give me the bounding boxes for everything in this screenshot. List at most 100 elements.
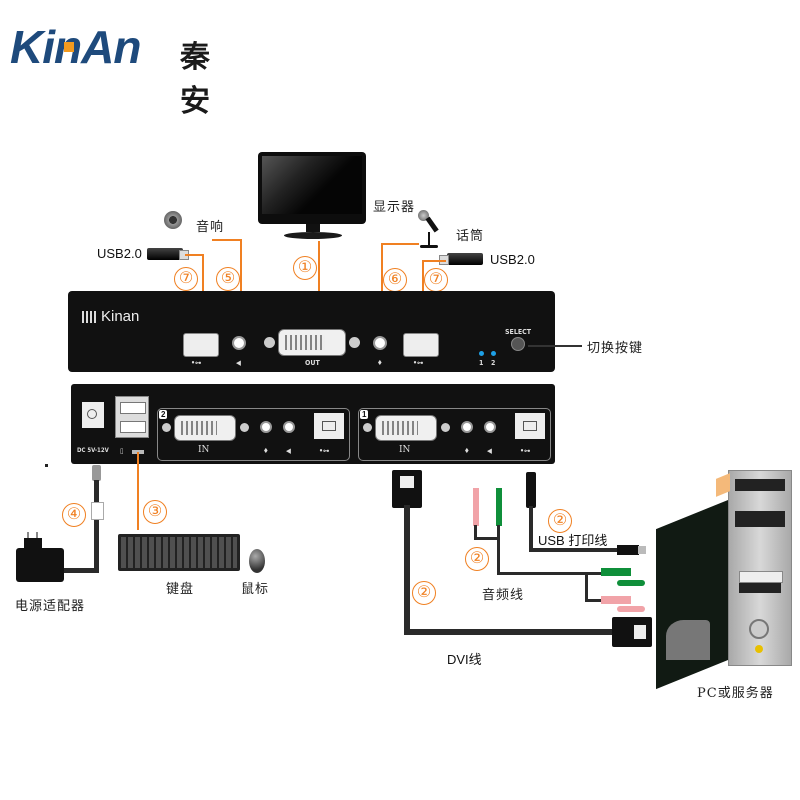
callout-usb-printer: ② bbox=[548, 509, 572, 533]
audio-cable bbox=[474, 525, 477, 540]
dvi-out-port[interactable] bbox=[278, 329, 346, 356]
mic-symbol-icon: ♦ bbox=[377, 359, 383, 367]
usb-symbol-icon: •⊶ bbox=[319, 447, 330, 455]
port-group-2: 2 IN ♦ ◀ •⊶ bbox=[157, 408, 350, 461]
led-1-label: 1 bbox=[479, 359, 484, 367]
callout-usb-right: ⑦ bbox=[424, 268, 448, 292]
kvm-rear-panel: DC 5V-12V ▯ 2 IN ♦ ◀ •⊶ 1 IN ♦ ◀ bbox=[71, 384, 555, 464]
dvi-cable bbox=[404, 505, 410, 635]
front-mic-jack[interactable] bbox=[373, 336, 387, 350]
usb-symbol-icon: •⊶ bbox=[191, 359, 202, 367]
kvm-front-panel: Kinan •⊶ ◀ OUT ♦ •⊶ 1 2 SELECT bbox=[68, 291, 555, 372]
dvi-in-label-1: IN bbox=[399, 445, 411, 455]
usb-stick-right-icon bbox=[439, 253, 483, 265]
usb-right-label: USB2.0 bbox=[490, 252, 535, 267]
audio-plug-pink bbox=[473, 488, 479, 526]
mouse-port-icon: ▯ bbox=[120, 447, 124, 455]
usb-symbol-icon: •⊶ bbox=[520, 447, 531, 455]
usb-b-plug bbox=[526, 472, 536, 508]
logo-accent bbox=[64, 42, 74, 52]
usb-b-port-1[interactable] bbox=[515, 413, 545, 439]
dvi-connector-pc bbox=[612, 617, 652, 647]
callout-power: ④ bbox=[62, 503, 86, 527]
front-usb-port-1[interactable] bbox=[183, 333, 219, 357]
leader-keyboard bbox=[137, 452, 139, 530]
logo-chinese: 秦安 bbox=[180, 40, 210, 119]
front-screw-right bbox=[349, 337, 360, 348]
callout-audio: ② bbox=[465, 547, 489, 571]
mic-symbol-icon: ♦ bbox=[263, 447, 269, 455]
speaker-symbol-icon: ◀ bbox=[236, 359, 241, 367]
usb-symbol-icon: •⊶ bbox=[413, 359, 424, 367]
speaker-jack-1[interactable] bbox=[484, 421, 496, 433]
monitor-label: 显示器 bbox=[373, 200, 416, 215]
power-plug-head bbox=[92, 465, 101, 481]
dvi-in-label-2: IN bbox=[198, 445, 210, 455]
speaker-symbol-icon: ◀ bbox=[286, 447, 291, 455]
pc-server-label: PC或服务器 bbox=[697, 686, 774, 701]
usb-a-plug bbox=[617, 545, 639, 555]
dvi-cable-label: DVI线 bbox=[447, 652, 482, 667]
power-cable bbox=[94, 480, 99, 572]
audio-end-pink bbox=[601, 596, 631, 604]
front-speaker-jack[interactable] bbox=[232, 336, 246, 350]
speaker-jack-2[interactable] bbox=[283, 421, 295, 433]
usb-printer-cable-label: USB 打印线 bbox=[538, 533, 608, 548]
keyboard-label: 键盘 bbox=[166, 582, 195, 597]
usb-left-label: USB2.0 bbox=[97, 246, 142, 261]
microphone-icon bbox=[416, 210, 446, 248]
speaker-icon bbox=[164, 211, 182, 229]
speaker-symbol-icon: ◀ bbox=[487, 447, 492, 455]
leader-usb-right bbox=[422, 260, 446, 262]
leader-select bbox=[528, 345, 582, 347]
stray-dot bbox=[45, 464, 48, 467]
dvi-connector-top bbox=[392, 470, 422, 508]
pc-tower-icon bbox=[656, 470, 792, 690]
microphone-label: 话筒 bbox=[456, 229, 485, 244]
callout-microphone: ⑥ bbox=[383, 268, 407, 292]
front-usb-port-2[interactable] bbox=[403, 333, 439, 357]
leader-monitor bbox=[318, 241, 320, 323]
select-label: SELECT bbox=[505, 328, 532, 336]
mic-symbol-icon: ♦ bbox=[464, 447, 470, 455]
callout-dvi: ② bbox=[412, 581, 436, 605]
leader-speaker bbox=[212, 239, 241, 241]
leader-microphone bbox=[381, 243, 419, 245]
rear-usb-stack[interactable] bbox=[115, 396, 149, 438]
usb-b-port-2[interactable] bbox=[314, 413, 344, 439]
mouse-label: 鼠标 bbox=[241, 582, 270, 597]
dc-power-jack[interactable] bbox=[82, 402, 104, 428]
mic-jack-1[interactable] bbox=[461, 421, 473, 433]
usb-stick-left-icon bbox=[147, 248, 189, 260]
audio-plug-green bbox=[496, 488, 502, 526]
front-screw-left bbox=[264, 337, 275, 348]
port-group-1: 1 IN ♦ ◀ •⊶ bbox=[358, 408, 551, 461]
keyboard-icon bbox=[118, 534, 240, 571]
callout-keyboard: ③ bbox=[143, 500, 167, 524]
led-2-label: 2 bbox=[491, 359, 496, 367]
callout-monitor: ① bbox=[293, 256, 317, 280]
mic-jack-2[interactable] bbox=[260, 421, 272, 433]
speaker-label: 音响 bbox=[196, 220, 225, 235]
select-button[interactable] bbox=[511, 337, 525, 351]
dc-label: DC 5V-12V bbox=[77, 447, 109, 454]
audio-cable-label: 音频线 bbox=[482, 588, 525, 603]
led-1 bbox=[479, 351, 484, 356]
switch-button-label: 切换按键 bbox=[587, 341, 644, 356]
callout-usb-left: ⑦ bbox=[174, 267, 198, 291]
audio-end-green bbox=[601, 568, 631, 576]
grid-logo-icon bbox=[82, 311, 98, 323]
leader-usb-left bbox=[185, 254, 203, 256]
logo-wordmark: KinAn bbox=[10, 21, 141, 73]
out-label: OUT bbox=[305, 359, 320, 367]
callout-speaker: ⑤ bbox=[216, 267, 240, 291]
cable-ferrite bbox=[91, 502, 104, 520]
usb-printer-cable bbox=[529, 506, 533, 551]
power-adapter-label: 电源适配器 bbox=[15, 599, 86, 614]
power-adapter-icon bbox=[16, 532, 64, 582]
monitor-icon bbox=[258, 152, 366, 240]
dvi-in-port-1[interactable] bbox=[375, 415, 437, 441]
mouse-icon bbox=[249, 549, 265, 573]
dvi-in-port-2[interactable] bbox=[174, 415, 236, 441]
led-2 bbox=[491, 351, 496, 356]
